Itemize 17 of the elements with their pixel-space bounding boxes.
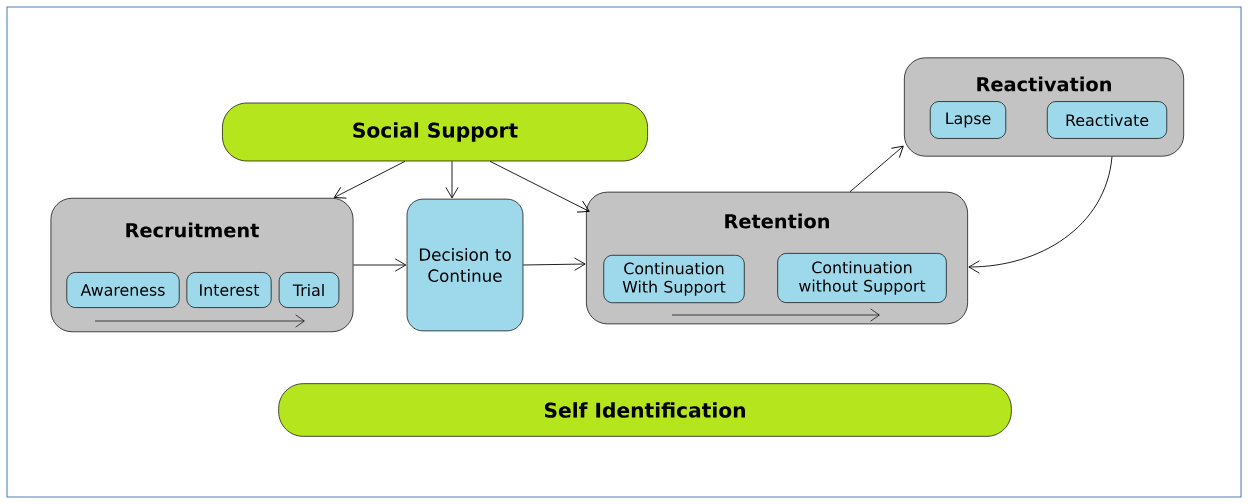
stage-box: Awareness <box>66 272 180 308</box>
decision-box: Decision to Continue <box>406 198 524 332</box>
arrow <box>333 160 406 199</box>
arrow <box>522 257 586 271</box>
arrow <box>968 156 1113 274</box>
arrow <box>489 160 590 213</box>
stage-box: Trial <box>278 272 340 308</box>
stage-box: Lapse <box>929 101 1007 139</box>
stage-box: Reactivate <box>1046 101 1168 139</box>
band-box: Self Identification <box>278 383 1012 437</box>
stage-box: Continuation With Support <box>603 254 745 304</box>
arrow <box>353 258 407 272</box>
arrow <box>445 160 459 199</box>
stage-box: Interest <box>186 272 272 308</box>
stage-box: Continuation without Support <box>777 253 947 303</box>
band-box: Social Support <box>222 102 648 162</box>
arrow <box>849 145 904 193</box>
